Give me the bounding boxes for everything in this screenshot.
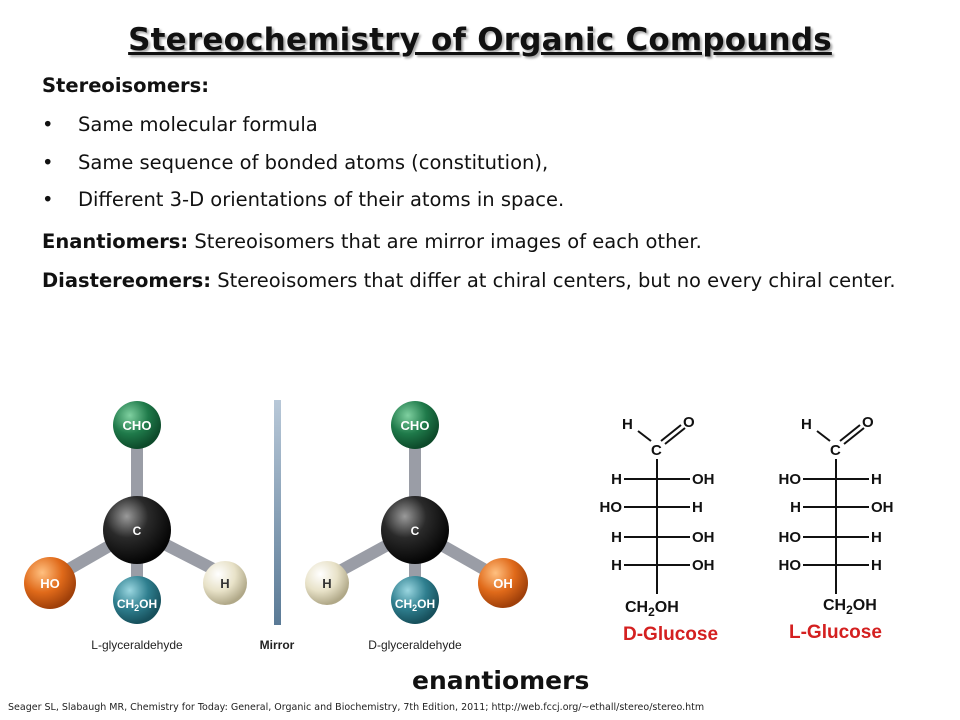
ho-label: HO (40, 576, 60, 591)
l-row1-left: HO (779, 471, 802, 488)
stereoisomers-heading: Stereoisomers: (42, 74, 210, 97)
bullet-text: Same molecular formula (78, 113, 318, 136)
oh-atom (478, 558, 528, 608)
bond (816, 430, 831, 442)
bond (843, 427, 865, 445)
bullet-glyph: • (42, 151, 54, 174)
d-row2-right: H (692, 499, 703, 516)
l-bottom: CH2OH (823, 597, 877, 617)
d-row4-right: OH (692, 557, 715, 574)
d-row4-left: H (611, 557, 622, 574)
d-glyceraldehyde-caption: D-glyceraldehyde (368, 638, 462, 652)
d-carbon: C (651, 442, 662, 459)
l-row4-right: H (871, 557, 882, 574)
d-row1-right: OH (692, 471, 715, 488)
enantiomers-definition: Enantiomers: Stereoisomers that are mirr… (42, 230, 702, 254)
diastereomers-term: Diastereomers: (42, 269, 211, 292)
cho-label: CHO (123, 418, 152, 433)
diastereomers-definition: Diastereomers: Stereoisomers that differ… (42, 266, 902, 296)
d-glucose-name: D-Glucose (623, 624, 718, 645)
l-row1-right: H (871, 471, 882, 488)
l-top-o: O (862, 414, 874, 431)
carbon-atom (103, 496, 171, 564)
enantiomers-text: Stereoisomers that are mirror images of … (188, 230, 702, 253)
l-row3-left: HO (779, 529, 802, 546)
d-glucose-fischer: H O C H OH HO H H OH H OH CH2OH D-Glucos… (600, 414, 719, 645)
l-top-h: H (801, 416, 812, 433)
d-top-o: O (683, 414, 695, 431)
ch2oh-atom (391, 576, 439, 624)
d-row3-left: H (611, 529, 622, 546)
h-label: H (322, 576, 331, 591)
bullet-glyph: • (42, 188, 54, 211)
mirror-label: Mirror (260, 638, 295, 652)
enantiomers-term: Enantiomers: (42, 230, 189, 253)
mirror-bar (274, 400, 281, 625)
bond (839, 424, 861, 442)
h-atom (203, 561, 247, 605)
ho-atom (24, 557, 76, 609)
l-carbon: C (830, 442, 841, 459)
l-glyceraldehyde-model: CHO C HO H CH2OH L-glyceraldehyde (24, 401, 247, 652)
citation: Seager SL, Slabaugh MR, Chemistry for To… (8, 702, 705, 713)
bond (637, 430, 652, 442)
d-bottom: CH2OH (625, 599, 679, 619)
d-glyceraldehyde-model: CHO C H OH CH2OH D-glyceraldehyde (305, 401, 528, 652)
carbon-atom (381, 496, 449, 564)
h-label: H (220, 576, 229, 591)
bullet-text: Same sequence of bonded atoms (constitut… (78, 151, 549, 174)
d-row2-left: HO (600, 499, 623, 516)
diastereomers-text: Stereoisomers that differ at chiral cent… (211, 269, 896, 292)
cho-label: CHO (401, 418, 430, 433)
oh-label: OH (493, 576, 513, 591)
d-top-h: H (622, 416, 633, 433)
l-row3-right: H (871, 529, 882, 546)
d-row1-left: H (611, 471, 622, 488)
ch2oh-label: CH2OH (117, 597, 157, 613)
l-glucose-name: L-Glucose (789, 622, 882, 643)
l-row2-left: H (790, 499, 801, 516)
cho-atom (391, 401, 439, 449)
carbon-label: C (411, 524, 420, 538)
enantiomers-label: enantiomers (412, 666, 590, 695)
bullet-text: Different 3-D orientations of their atom… (78, 188, 565, 211)
d-row3-right: OH (692, 529, 715, 546)
bullet-glyph: • (42, 113, 54, 136)
l-row4-left: HO (779, 557, 802, 574)
carbon-label: C (133, 524, 142, 538)
slide-title: Stereochemistry of Organic Compounds (128, 22, 832, 58)
l-row2-right: OH (871, 499, 894, 516)
l-glyceraldehyde-caption: L-glyceraldehyde (91, 638, 183, 652)
l-glucose-fischer: H O C HO H H OH HO H HO H CH2OH L-Glucos… (779, 414, 894, 643)
bond (664, 427, 686, 445)
h-atom (305, 561, 349, 605)
ch2oh-label: CH2OH (395, 597, 435, 613)
ch2oh-atom (113, 576, 161, 624)
cho-atom (113, 401, 161, 449)
bond (660, 424, 682, 442)
